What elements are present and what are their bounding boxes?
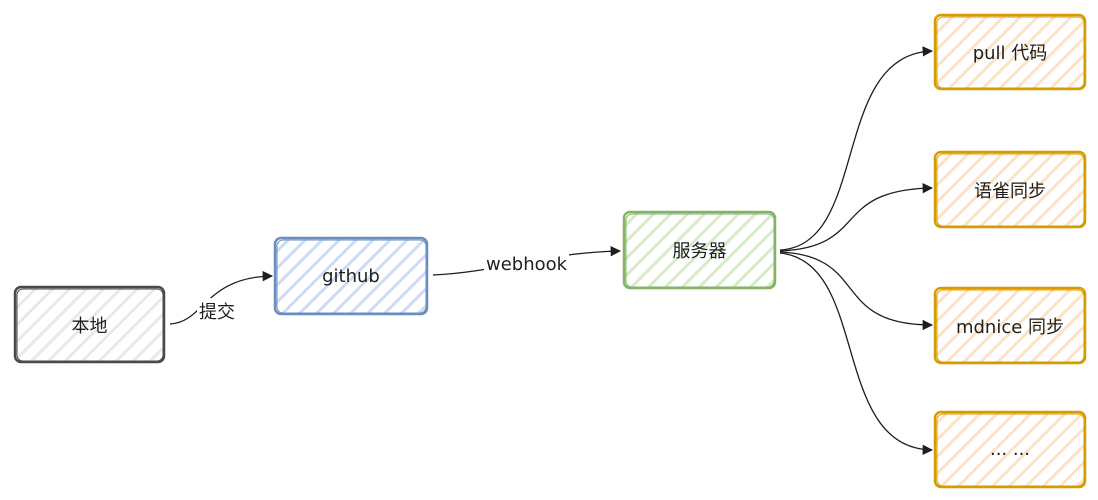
edge-webhook-label: webhook (484, 254, 570, 275)
node-more-label: ... ... (989, 439, 1031, 460)
edge-server-to-mdnice (779, 251, 934, 331)
node-yuque[interactable] (933, 150, 1087, 229)
node-local-label: 本地 (71, 315, 108, 337)
node-mdnice[interactable] (933, 286, 1087, 365)
node-server[interactable] (622, 210, 777, 290)
node-pull[interactable] (933, 13, 1087, 91)
node-local[interactable] (13, 285, 166, 364)
edge-server-to-more (779, 252, 934, 455)
node-mdnice-label: mdnice 同步 (955, 316, 1065, 338)
node-pull-label: pull 代码 (972, 43, 1048, 64)
node-yuque-label: 语雀同步 (974, 180, 1046, 202)
edge-commit-label: 提交 (197, 298, 237, 324)
edge-server-to-pull (779, 46, 934, 251)
edge-server-to-yuque (779, 182, 934, 252)
node-github[interactable] (273, 236, 429, 316)
node-more[interactable] (933, 410, 1087, 489)
node-server-label: 服务器 (672, 241, 727, 262)
node-github-label: github (322, 265, 380, 287)
